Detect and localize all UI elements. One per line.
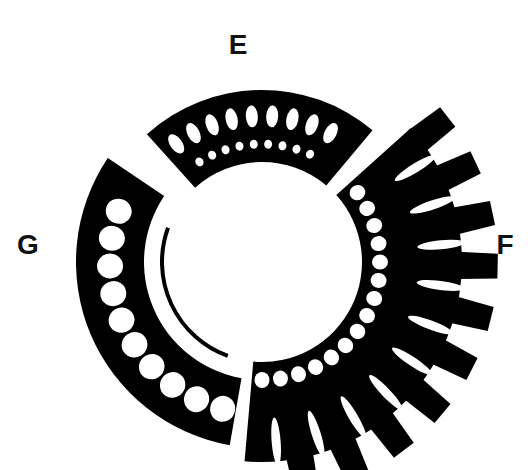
pore bbox=[264, 139, 272, 148]
tooth bbox=[369, 410, 414, 458]
pore bbox=[321, 347, 343, 369]
slot bbox=[305, 409, 328, 457]
slot bbox=[409, 193, 457, 217]
pore bbox=[347, 182, 369, 204]
tooth bbox=[286, 451, 319, 470]
slot bbox=[407, 312, 455, 337]
pore bbox=[249, 140, 258, 150]
pore bbox=[183, 121, 204, 146]
sector-label: G bbox=[17, 231, 39, 259]
pore bbox=[207, 149, 218, 161]
pore bbox=[305, 148, 316, 159]
pore bbox=[220, 144, 230, 155]
pore bbox=[97, 224, 127, 253]
pore bbox=[364, 216, 384, 235]
pore bbox=[278, 141, 287, 151]
pore bbox=[334, 334, 356, 356]
slot bbox=[337, 394, 369, 440]
pore bbox=[207, 393, 238, 425]
pore bbox=[364, 289, 384, 308]
pore bbox=[372, 255, 388, 270]
pore bbox=[235, 141, 245, 151]
pore bbox=[303, 112, 322, 137]
pore bbox=[97, 253, 124, 279]
pore bbox=[165, 131, 188, 156]
tooth bbox=[430, 339, 478, 380]
tooth bbox=[408, 107, 456, 152]
slot bbox=[417, 238, 466, 252]
sector-g bbox=[76, 158, 242, 445]
pore bbox=[291, 144, 301, 155]
pore bbox=[265, 105, 279, 128]
tooth bbox=[329, 435, 369, 470]
sector-label: E bbox=[229, 31, 248, 59]
pore bbox=[369, 235, 387, 252]
slot bbox=[390, 344, 435, 378]
pore bbox=[347, 321, 369, 343]
pore bbox=[255, 372, 270, 388]
tooth bbox=[457, 252, 498, 279]
sector-label: F bbox=[496, 231, 513, 259]
pore bbox=[98, 279, 129, 309]
pore bbox=[320, 121, 341, 146]
pore bbox=[357, 198, 378, 219]
slot bbox=[270, 417, 283, 466]
pore bbox=[194, 156, 206, 168]
sector-e bbox=[147, 90, 373, 188]
slot bbox=[416, 278, 465, 293]
pore bbox=[223, 107, 239, 131]
pore bbox=[357, 305, 378, 326]
inner-arc bbox=[162, 228, 228, 356]
tooth bbox=[448, 296, 493, 331]
pore bbox=[305, 357, 326, 378]
pore bbox=[369, 272, 387, 289]
pore bbox=[289, 364, 308, 384]
pore bbox=[284, 107, 300, 131]
pore bbox=[203, 112, 222, 137]
slot bbox=[366, 372, 406, 413]
tooth bbox=[403, 377, 450, 423]
pore bbox=[105, 304, 139, 337]
slot bbox=[393, 152, 439, 185]
sector-f bbox=[245, 128, 462, 462]
pore bbox=[245, 105, 259, 128]
cross-section-sectors bbox=[76, 90, 498, 470]
tooth bbox=[433, 151, 480, 192]
tooth bbox=[450, 201, 495, 235]
pore bbox=[102, 195, 135, 227]
pore bbox=[272, 369, 289, 387]
